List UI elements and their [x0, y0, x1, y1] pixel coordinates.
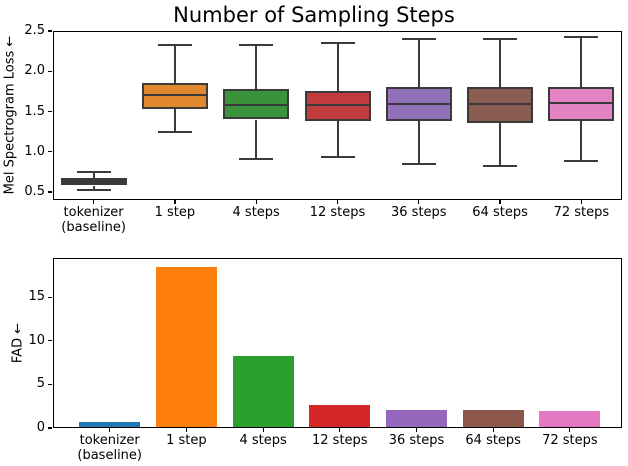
xtick-mark — [109, 428, 111, 432]
whisker-lower — [336, 121, 339, 158]
xtick-mark — [255, 200, 257, 204]
bar-12-steps — [309, 405, 371, 428]
whisker-cap-upper — [157, 43, 192, 46]
bar-4-steps — [232, 355, 294, 428]
whisker-cap-lower — [564, 159, 599, 162]
bar-tokenizer — [79, 421, 141, 428]
ytick-label: 0 — [36, 420, 45, 435]
xtick-mark — [415, 428, 418, 432]
whisker-cap-upper — [239, 43, 274, 46]
bar-1-step — [155, 266, 217, 428]
median-line — [60, 180, 127, 183]
ytick-mark — [48, 427, 52, 429]
ytick-mark — [48, 30, 52, 32]
whisker-cap-lower — [76, 188, 111, 191]
median-line — [467, 103, 534, 106]
whisker-upper — [92, 171, 95, 179]
ytick-mark — [48, 383, 52, 386]
ytick-label: 0.5 — [24, 184, 45, 199]
xtick-label: tokenizer (baseline) — [77, 433, 142, 463]
median-line — [141, 94, 208, 97]
whisker-cap-lower — [401, 162, 436, 165]
whisker-upper — [417, 39, 420, 88]
xtick-mark — [262, 428, 264, 432]
xtick-label: 12 steps — [309, 205, 366, 220]
xtick-label: 1 step — [166, 433, 207, 448]
figure-title: Number of Sampling Steps — [173, 3, 455, 27]
xtick-label: 12 steps — [312, 433, 368, 448]
ytick-label: 10 — [28, 332, 45, 348]
ytick-mark — [48, 296, 52, 298]
whisker-upper — [580, 36, 583, 88]
xtick-mark — [174, 200, 176, 204]
whisker-lower — [499, 122, 502, 167]
xtick-mark — [492, 428, 494, 432]
xtick-label: 64 steps — [465, 433, 521, 448]
whisker-cap-lower — [239, 158, 274, 160]
whisker-lower — [173, 109, 176, 133]
ytick-label: 15 — [28, 289, 45, 305]
ytick-mark — [48, 340, 52, 342]
whisker-cap-lower — [320, 156, 355, 159]
whisker-cap-upper — [401, 38, 436, 40]
ytick-mark — [48, 191, 52, 193]
whisker-cap-lower — [483, 165, 518, 168]
whisker-cap-upper — [564, 35, 599, 38]
ytick-mark — [48, 151, 52, 153]
xtick-label: 4 steps — [232, 205, 280, 220]
whisker-upper — [173, 44, 176, 84]
ytick-label: 1.5 — [24, 103, 45, 119]
ytick-mark — [48, 110, 52, 113]
whisker-upper — [255, 44, 258, 89]
bar-axes — [53, 258, 622, 428]
boxplot-y-axis-label: Mel Spectrogram Loss ← — [2, 35, 18, 195]
xtick-label: 4 steps — [239, 433, 287, 448]
bar-36-steps — [386, 409, 447, 428]
xtick-mark — [499, 200, 501, 204]
whisker-upper — [336, 43, 339, 91]
xtick-label: 72 steps — [542, 433, 598, 448]
xtick-label: 1 step — [154, 205, 196, 220]
xtick-mark — [185, 428, 188, 432]
ytick-label: 5 — [36, 376, 45, 392]
whisker-lower — [417, 121, 420, 164]
whisker-cap-upper — [483, 38, 518, 40]
xtick-mark — [339, 428, 341, 432]
xtick-label: 72 steps — [553, 205, 610, 220]
whisker-cap-upper — [76, 170, 111, 173]
whisker-lower — [92, 185, 95, 190]
bar-y-axis-label: FAD ← — [10, 322, 26, 364]
xtick-mark — [418, 200, 420, 204]
ytick-label: 1.0 — [24, 143, 45, 159]
xtick-label: 64 steps — [472, 205, 528, 220]
median-line — [223, 104, 290, 106]
bar-72-steps — [539, 410, 601, 428]
whisker-cap-lower — [157, 131, 192, 134]
median-line — [385, 103, 452, 106]
median-line — [548, 102, 615, 105]
ytick-label: 2.5 — [24, 23, 45, 38]
whisker-lower — [255, 119, 258, 159]
bar-64-steps — [462, 409, 524, 428]
xtick-mark — [93, 200, 95, 204]
whisker-upper — [499, 39, 502, 88]
xtick-label: tokenizer (baseline) — [61, 205, 126, 235]
whisker-cap-upper — [320, 42, 355, 45]
whisker-lower — [580, 121, 583, 161]
xtick-mark — [569, 428, 571, 432]
xtick-mark — [580, 200, 582, 204]
median-line — [304, 104, 371, 106]
ytick-mark — [48, 70, 52, 72]
xtick-label: 36 steps — [391, 205, 447, 220]
xtick-label: 36 steps — [388, 433, 445, 448]
xtick-mark — [336, 200, 339, 204]
ytick-label: 2.0 — [24, 63, 45, 79]
